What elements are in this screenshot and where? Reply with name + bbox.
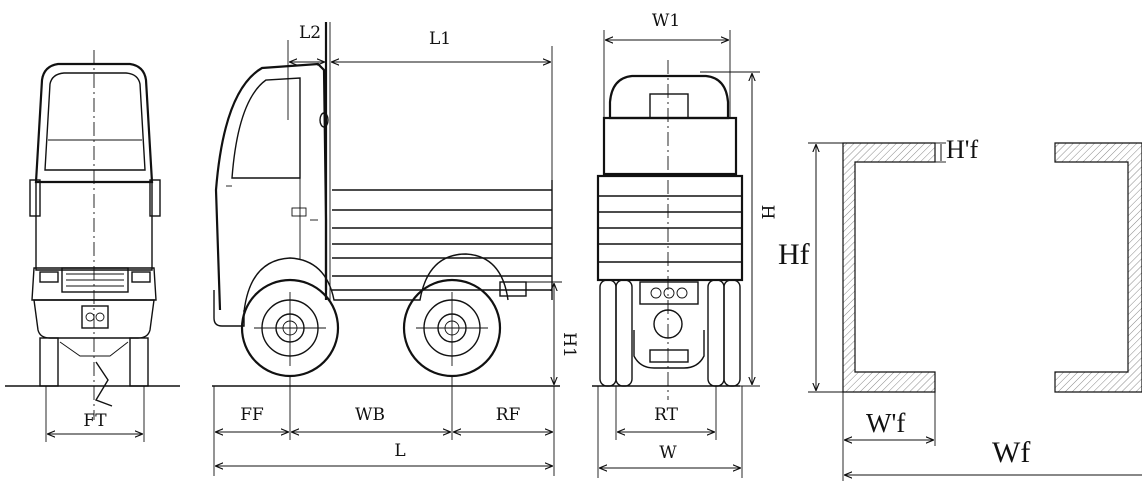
wf-dimension: Wf [845,436,1142,475]
rear-body [596,60,744,400]
rf-label: RF [496,405,521,425]
h-label: H [757,205,777,220]
left-channel [842,142,936,393]
front-view: FT [5,50,180,442]
h1-dimension: H1 [526,281,579,384]
ff-label: FF [240,405,264,425]
hf-label: Hf [778,238,810,271]
w-label: W [659,443,677,463]
l-label: L [394,441,405,461]
side-view: L2 L1 H1 FF WB RF L [212,22,579,476]
wpf-label: W'f [866,408,905,438]
front-cab [29,50,161,420]
l1-dimension: L1 [332,29,553,180]
rt-w-dimensions: RT W [597,386,743,478]
wpf-dimension: W'f [842,392,936,481]
l2-dimension: L2 [287,23,324,120]
rt-label: RT [654,405,679,425]
wb-label: WB [355,405,385,425]
ft-dimension: FT [45,386,145,442]
rear-view: W1 H RT W [592,11,777,478]
l2-label: L2 [299,23,321,43]
section-view: Hf H'f W'f Wf [778,135,1142,481]
wf-label: Wf [992,436,1030,469]
l1-label: L1 [429,29,451,49]
ft-label: FT [83,411,107,431]
h1-label: H1 [559,332,579,358]
right-channel [1054,142,1142,393]
side-rear-wheel [402,278,502,378]
side-cab [213,22,331,327]
h-dimension: H [700,71,777,387]
hf-dimension: Hf [778,142,843,393]
w1-dimension: W1 [603,11,731,118]
side-front-wheel [240,278,340,378]
w1-label: W1 [652,11,680,31]
side-cargo-body [243,180,553,313]
hpf-label: H'f [946,135,978,164]
hpf-dimension: H'f [935,135,978,164]
bottom-dimensions: FF WB RF L [213,376,555,476]
